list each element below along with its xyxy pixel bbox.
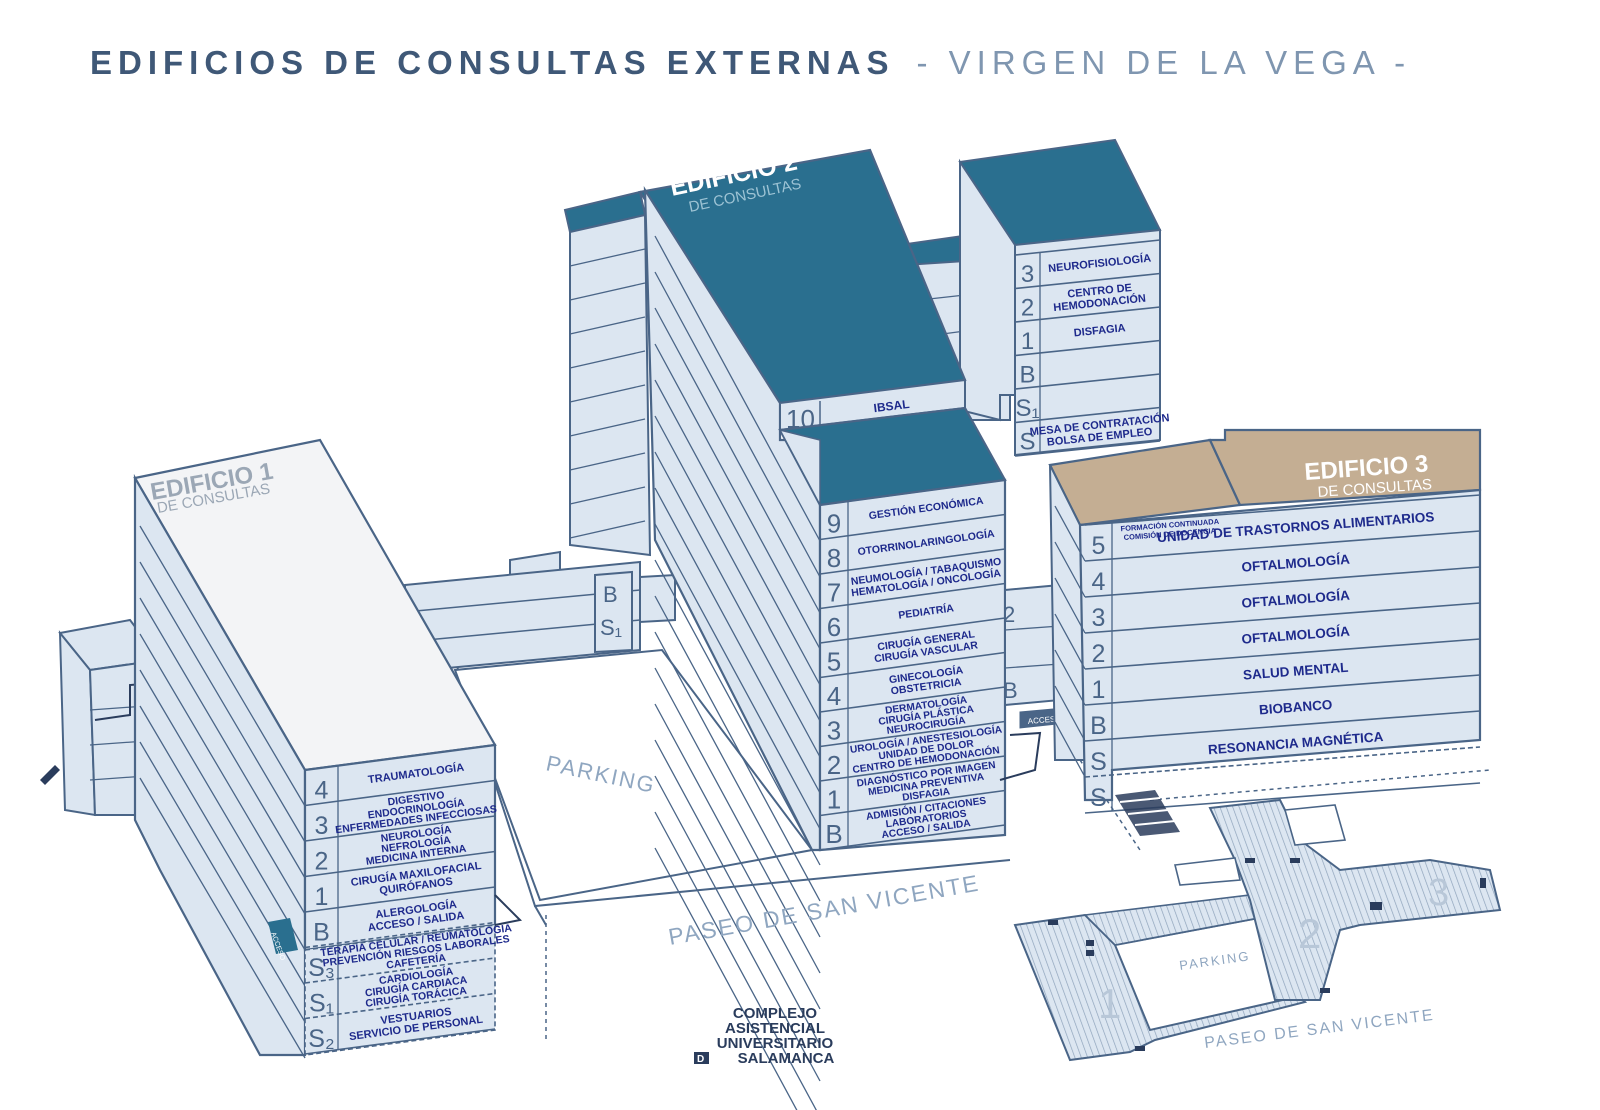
e3-floor-number: B [1090, 712, 1107, 740]
e1-floor-number: S₂ [308, 1025, 334, 1053]
logo-line-4: SALAMANCA [738, 1050, 835, 1067]
e2-floor-number: 5 [827, 647, 841, 677]
logo: COMPLEJO ASISTENCIAL UNIVERSITARIO D SAL… [694, 1005, 834, 1067]
bridge-label-s: S₁ [600, 615, 622, 640]
e2-top-floor-label: IBSAL [873, 397, 910, 415]
e2-floor-number: 7 [827, 578, 841, 608]
e1-floor-number: B [313, 918, 330, 946]
title-main: EDIFICIOS DE CONSULTAS EXTERNAS [90, 44, 895, 81]
e2-floor-number: 6 [827, 612, 841, 642]
edificio1-building: EDIFICIO 1 DE CONSULTAS 4TRAUMATOLOGÍA3D… [40, 438, 523, 1059]
minimap: PARKING 1 2 3 PASEO DE SAN VICENTE [1013, 798, 1502, 1062]
annex-floor-number: 1 [1021, 328, 1034, 355]
connector-label-b: B [1003, 678, 1018, 703]
annex-floor-number: S [1019, 428, 1035, 455]
minimap-building-1: 1 [1098, 980, 1121, 1027]
e1-floor-number: 2 [315, 847, 329, 875]
connector-label-2: 2 [1003, 602, 1015, 627]
street-label: PASEO DE SAN VICENTE [666, 870, 981, 950]
e1-floor-number: 4 [315, 776, 329, 804]
e3-floor-number: 4 [1092, 568, 1106, 596]
e3-floor-label: BIOBANCO [1258, 697, 1332, 718]
annex-floor-number: S₁ [1015, 395, 1039, 422]
edificio2-building: 10 IBSAL EDIFICIO 2 DE CONSULTAS 9GESTIÓ… [638, 148, 1007, 1110]
e2-floor-number: B [825, 819, 842, 849]
e3-floor-number: 3 [1092, 604, 1106, 632]
minimap-building-2: 2 [1298, 910, 1321, 957]
e2-access-label: ACCESO [1027, 714, 1061, 726]
annex-floor-number: 2 [1021, 294, 1034, 321]
logo-mark-icon [694, 1052, 709, 1064]
logo-line-3: UNIVERSITARIO [717, 1035, 834, 1052]
e2-floor-number: 2 [827, 750, 841, 780]
e2-floor-number: 4 [827, 681, 841, 711]
edificio2-back-wing [563, 190, 652, 557]
logo-line-2: ASISTENCIAL [725, 1020, 825, 1037]
e3-floor-number: 5 [1092, 532, 1106, 560]
e2-floor-number: 3 [827, 716, 841, 746]
e1-floor-number: S₁ [309, 989, 334, 1017]
e2-floor-number: 9 [827, 509, 841, 539]
annex-floor-number: B [1019, 361, 1035, 388]
e3-floor-number: 1 [1092, 676, 1106, 704]
e2-floor-number: 8 [827, 543, 841, 573]
annex-floor-label: DISFAGIA [1073, 322, 1126, 339]
title-sub: - VIRGEN DE LA VEGA - [917, 44, 1412, 81]
e1-floor-number: 1 [315, 883, 329, 911]
connector-e2-e3: 2 B ACCESO [999, 583, 1076, 781]
e3-floor-number: S [1090, 748, 1107, 776]
e1-floor-number: S₃ [308, 954, 335, 982]
minimap-building-3: 3 [1428, 872, 1449, 914]
e2-floor-number: 1 [827, 785, 841, 815]
logo-line-1: COMPLEJO [733, 1005, 818, 1022]
logo-mark-letter: D [697, 1054, 704, 1065]
annex-floor-number: 3 [1021, 261, 1034, 288]
e3-floor-number: 2 [1092, 640, 1106, 668]
bridge-label-b: B [603, 582, 618, 607]
e3-floor-number: S [1090, 784, 1107, 812]
page-title: EDIFICIOS DE CONSULTAS EXTERNAS - VIRGEN … [90, 44, 1411, 81]
e1-floor-number: 3 [315, 812, 329, 840]
bridge-e1-e2: B S₁ [404, 550, 676, 674]
